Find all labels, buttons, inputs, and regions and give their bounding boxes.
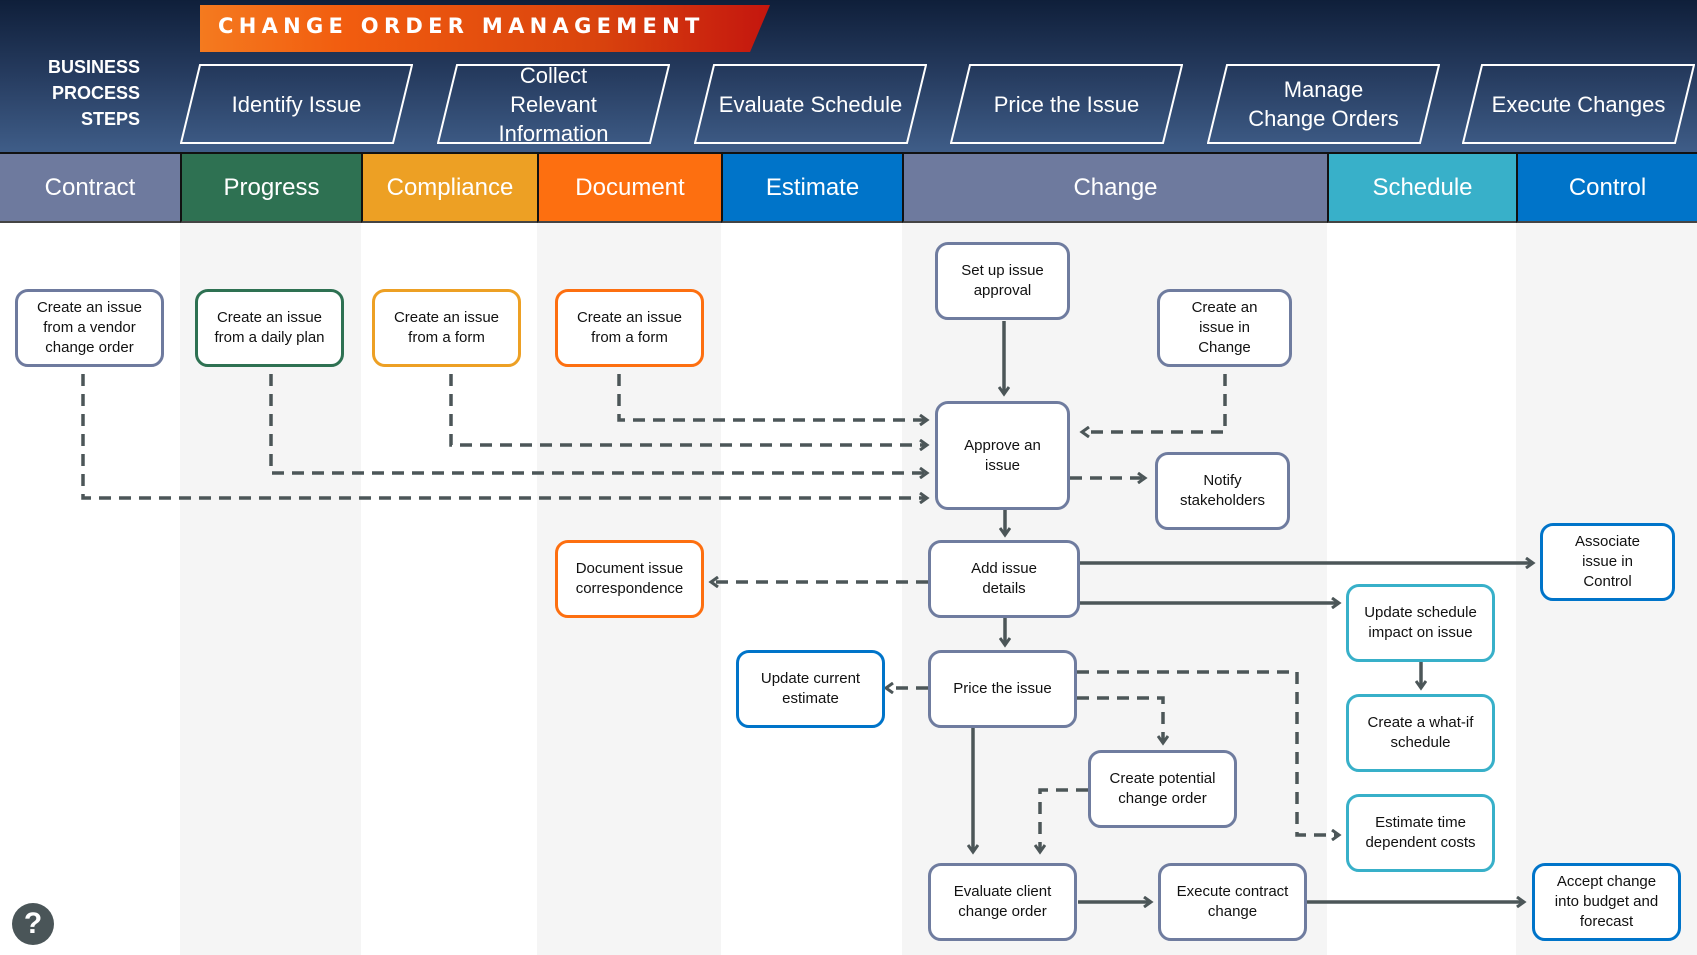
lane-label: Progress bbox=[223, 173, 320, 201]
step-label: Price the Issue bbox=[993, 91, 1140, 117]
bps-line: PROCESS bbox=[51, 83, 140, 103]
lane-label: Contract bbox=[44, 173, 136, 201]
node-notify-stakeholders[interactable]: Notify stakeholders bbox=[1155, 452, 1290, 530]
link-vendor-approve bbox=[81, 374, 927, 498]
lane-header-contract[interactable]: Contract bbox=[0, 152, 180, 223]
step-label: Evaluate Schedule bbox=[718, 91, 903, 117]
node-daily-plan[interactable]: Create an issue from a daily plan bbox=[195, 289, 344, 367]
link-price-pco bbox=[1077, 696, 1163, 743]
link-price-timecost bbox=[1077, 670, 1339, 835]
node-potential-change-order[interactable]: Create potential change order bbox=[1088, 750, 1237, 828]
node-label: Update current estimate bbox=[760, 670, 861, 707]
node-label: Accept change into budget and forecast bbox=[1554, 873, 1659, 930]
header-band: CHANGE ORDER MANAGEMENT BUSINESS PROCESS… bbox=[0, 0, 1697, 152]
link-form1-approve bbox=[449, 374, 927, 445]
lane-header-compliance[interactable]: Compliance bbox=[361, 152, 537, 223]
step-identify-issue[interactable]: Identify Issue bbox=[180, 64, 413, 144]
node-label: Execute contract change bbox=[1176, 883, 1289, 920]
lane-label: Control bbox=[1568, 173, 1647, 201]
node-label: Create an issue in Change bbox=[1191, 299, 1258, 356]
title-banner: CHANGE ORDER MANAGEMENT bbox=[200, 5, 770, 52]
lane-header-control[interactable]: Control bbox=[1516, 152, 1697, 223]
lane-label: Schedule bbox=[1372, 173, 1473, 201]
link-dailyplan-approve bbox=[269, 374, 927, 473]
node-create-issue-in-change[interactable]: Create an issue in Change bbox=[1157, 289, 1292, 367]
node-label: Create an issue from a form bbox=[393, 309, 500, 346]
help-glyph: ? bbox=[23, 907, 43, 940]
node-label: Approve an issue bbox=[964, 436, 1041, 474]
node-vendor-change-order[interactable]: Create an issue from a vendor change ord… bbox=[15, 289, 164, 367]
node-label: Create an issue from a vendor change ord… bbox=[36, 299, 143, 356]
node-form-compliance[interactable]: Create an issue from a form bbox=[372, 289, 521, 367]
step-label: Collect Relevant Information bbox=[498, 62, 609, 146]
node-form-document[interactable]: Create an issue from a form bbox=[555, 289, 704, 367]
lane-label: Document bbox=[575, 173, 685, 201]
lane-header-document[interactable]: Document bbox=[537, 152, 721, 223]
lane-label: Estimate bbox=[765, 173, 860, 201]
node-accept-change-budget-forecast[interactable]: Accept change into budget and forecast bbox=[1532, 863, 1681, 941]
lane-label: Change bbox=[1073, 173, 1158, 201]
link-pco-evalclient bbox=[1040, 788, 1088, 852]
node-label: Associate issue in Control bbox=[1574, 533, 1641, 590]
node-label: Create potential change order bbox=[1109, 770, 1216, 807]
node-label: Document issue correspondence bbox=[575, 560, 684, 597]
node-label: Create an issue from a form bbox=[576, 309, 683, 346]
node-setup-issue-approval[interactable]: Set up issue approval bbox=[935, 242, 1070, 320]
lane-header-progress[interactable]: Progress bbox=[180, 152, 361, 223]
lane-header-change[interactable]: Change bbox=[902, 152, 1327, 223]
node-label: Create an issue from a daily plan bbox=[214, 309, 325, 346]
node-document-issue-correspondence[interactable]: Document issue correspondence bbox=[555, 540, 704, 618]
page-title: CHANGE ORDER MANAGEMENT bbox=[218, 14, 705, 38]
step-label: Execute Changes bbox=[1491, 91, 1666, 117]
lane-label: Compliance bbox=[386, 173, 514, 201]
step-manage-change-orders[interactable]: Manage Change Orders bbox=[1207, 64, 1440, 144]
step-price-the-issue[interactable]: Price the Issue bbox=[950, 64, 1183, 144]
node-price-the-issue[interactable]: Price the issue bbox=[928, 650, 1077, 728]
node-associate-issue-in-control[interactable]: Associate issue in Control bbox=[1540, 523, 1675, 601]
step-label: Manage Change Orders bbox=[1248, 77, 1399, 131]
step-evaluate-schedule[interactable]: Evaluate Schedule bbox=[694, 64, 927, 144]
lane-body-estimate bbox=[721, 223, 902, 955]
node-update-current-estimate[interactable]: Update current estimate bbox=[736, 650, 885, 728]
node-update-schedule-impact[interactable]: Update schedule impact on issue bbox=[1346, 584, 1495, 662]
node-estimate-time-dependent-costs[interactable]: Estimate time dependent costs bbox=[1346, 794, 1495, 872]
node-label: Estimate time dependent costs bbox=[1365, 814, 1476, 851]
node-what-if-schedule[interactable]: Create a what-if schedule bbox=[1346, 694, 1495, 772]
node-add-issue-details[interactable]: Add issue details bbox=[928, 540, 1080, 618]
lane-header-schedule[interactable]: Schedule bbox=[1327, 152, 1516, 223]
step-label: Identify Issue bbox=[231, 91, 362, 117]
link-createchg-approve bbox=[1082, 374, 1227, 432]
node-execute-contract-change[interactable]: Execute contract change bbox=[1158, 863, 1307, 941]
lane-header-estimate[interactable]: Estimate bbox=[721, 152, 902, 223]
bps-line: BUSINESS bbox=[47, 57, 140, 77]
step-execute-changes[interactable]: Execute Changes bbox=[1462, 64, 1695, 144]
node-label: Add issue details bbox=[971, 560, 1037, 597]
node-label: Set up issue approval bbox=[961, 262, 1044, 299]
node-label: Evaluate client change order bbox=[953, 883, 1052, 920]
node-label: Update schedule impact on issue bbox=[1364, 604, 1477, 641]
bps-line: STEPS bbox=[80, 109, 140, 129]
node-approve-issue[interactable]: Approve an issue bbox=[935, 401, 1070, 510]
business-process-steps-label: BUSINESS PROCESS STEPS bbox=[20, 54, 140, 132]
step-collect-relevant-information[interactable]: Collect Relevant Information bbox=[437, 62, 670, 146]
help-icon[interactable]: ? bbox=[12, 903, 54, 945]
node-evaluate-client-change-order[interactable]: Evaluate client change order bbox=[928, 863, 1077, 941]
node-label: Price the issue bbox=[953, 680, 1052, 697]
node-label: Create a what-if schedule bbox=[1367, 714, 1474, 751]
link-form2-approve bbox=[617, 374, 927, 420]
node-label: Notify stakeholders bbox=[1179, 472, 1266, 509]
